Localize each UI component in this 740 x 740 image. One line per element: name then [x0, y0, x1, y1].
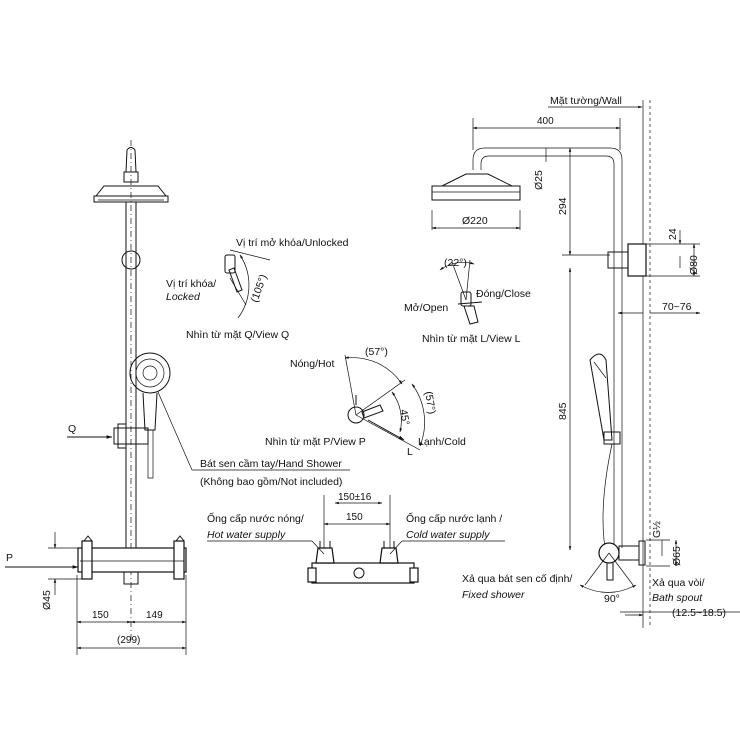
side-fixed-label-en: Fixed shower	[462, 589, 525, 601]
side-dim-70-76: 70~76	[662, 301, 692, 313]
view-p-cold: Lạnh/Cold	[418, 436, 466, 448]
view-p-angle-45: 45°	[397, 408, 412, 426]
side-dim-220: Ø220	[462, 215, 488, 227]
side-wall-label: Mặt tường/Wall	[550, 95, 622, 107]
supply-view: 150±16 150 Ống cấp nước nóng/ Hot water …	[207, 492, 505, 584]
dim-299: (299)	[117, 635, 140, 646]
side-dim-80: Ø80	[688, 255, 700, 275]
side-dim-294: 294	[557, 197, 569, 215]
supply-cold-en: Cold water supply	[406, 529, 490, 541]
side-spout-label: Xả qua vòi/	[652, 577, 705, 589]
view-p: Nóng/Hot (57°) 45° (57°) Lạnh/Cold Nhìn …	[265, 346, 466, 458]
supply-dim-150-16: 150±16	[338, 492, 372, 503]
side-range: (12.5~18.5)	[672, 607, 726, 619]
side-dim-24: 24	[667, 228, 679, 240]
view-p-angle-57b: (57°)	[422, 390, 438, 415]
dim-150: 150	[92, 610, 109, 621]
view-l: (22°) Đóng/Close Mở/Open Nhìn từ mặt L/V…	[404, 257, 531, 345]
side-fixed-label: Xả qua bát sen cố định/	[462, 573, 572, 585]
label-p: P	[6, 552, 13, 564]
side-dim-400: 400	[537, 116, 554, 127]
side-angle-90: 90°	[604, 593, 620, 605]
view-l-close: Đóng/Close	[476, 288, 531, 300]
view-q-unlocked: Vị trí mở khóa/Unlocked	[236, 237, 349, 249]
view-l-caption: Nhìn từ mặt L/View L	[422, 333, 521, 345]
view-q-angle: (105°)	[249, 273, 270, 304]
view-q: Vị trí mở khóa/Unlocked Vị trí khóa/ Loc…	[166, 237, 349, 341]
side-dim-845: 845	[557, 402, 569, 420]
label-q: Q	[68, 423, 76, 435]
view-q-locked-en: Locked	[166, 291, 201, 303]
supply-hot: Ống cấp nước nóng/	[207, 511, 304, 525]
view-p-angle-57a: (57°)	[365, 346, 388, 358]
side-view: Mặt tường/Wall 400 Ø25 Ø220 294 24	[431, 95, 740, 628]
view-l-open: Mở/Open	[404, 302, 448, 314]
supply-hot-en: Hot water supply	[207, 529, 286, 541]
view-p-hot: Nóng/Hot	[290, 358, 334, 370]
supply-cold: Ống cấp nước lạnh /	[406, 511, 502, 525]
dim-45: Ø45	[41, 590, 53, 610]
front-view: Q P Ø45 150 149 (299)	[5, 140, 187, 655]
view-q-locked: Vị trí khóa/	[166, 278, 216, 290]
dim-149: 149	[146, 610, 163, 621]
view-p-label-l: L	[407, 446, 413, 458]
view-q-caption: Nhìn từ mặt Q/View Q	[186, 329, 289, 341]
hand-shower-label: Bát sen cầm tay/Hand Shower	[200, 458, 342, 470]
side-spout-label-en: Bath spout	[652, 592, 703, 604]
view-p-caption: Nhìn từ mặt P/View P	[265, 436, 366, 448]
hand-shower-note: (Không bao gồm/Not included)	[200, 476, 342, 488]
supply-dim-150: 150	[346, 512, 363, 523]
side-dim-65: Ø65	[671, 546, 683, 566]
hand-shower-callout: Bát sen cầm tay/Hand Shower (Không bao g…	[157, 391, 350, 488]
side-dim-g12: G½	[651, 521, 663, 538]
side-dim-25: Ø25	[533, 170, 545, 190]
